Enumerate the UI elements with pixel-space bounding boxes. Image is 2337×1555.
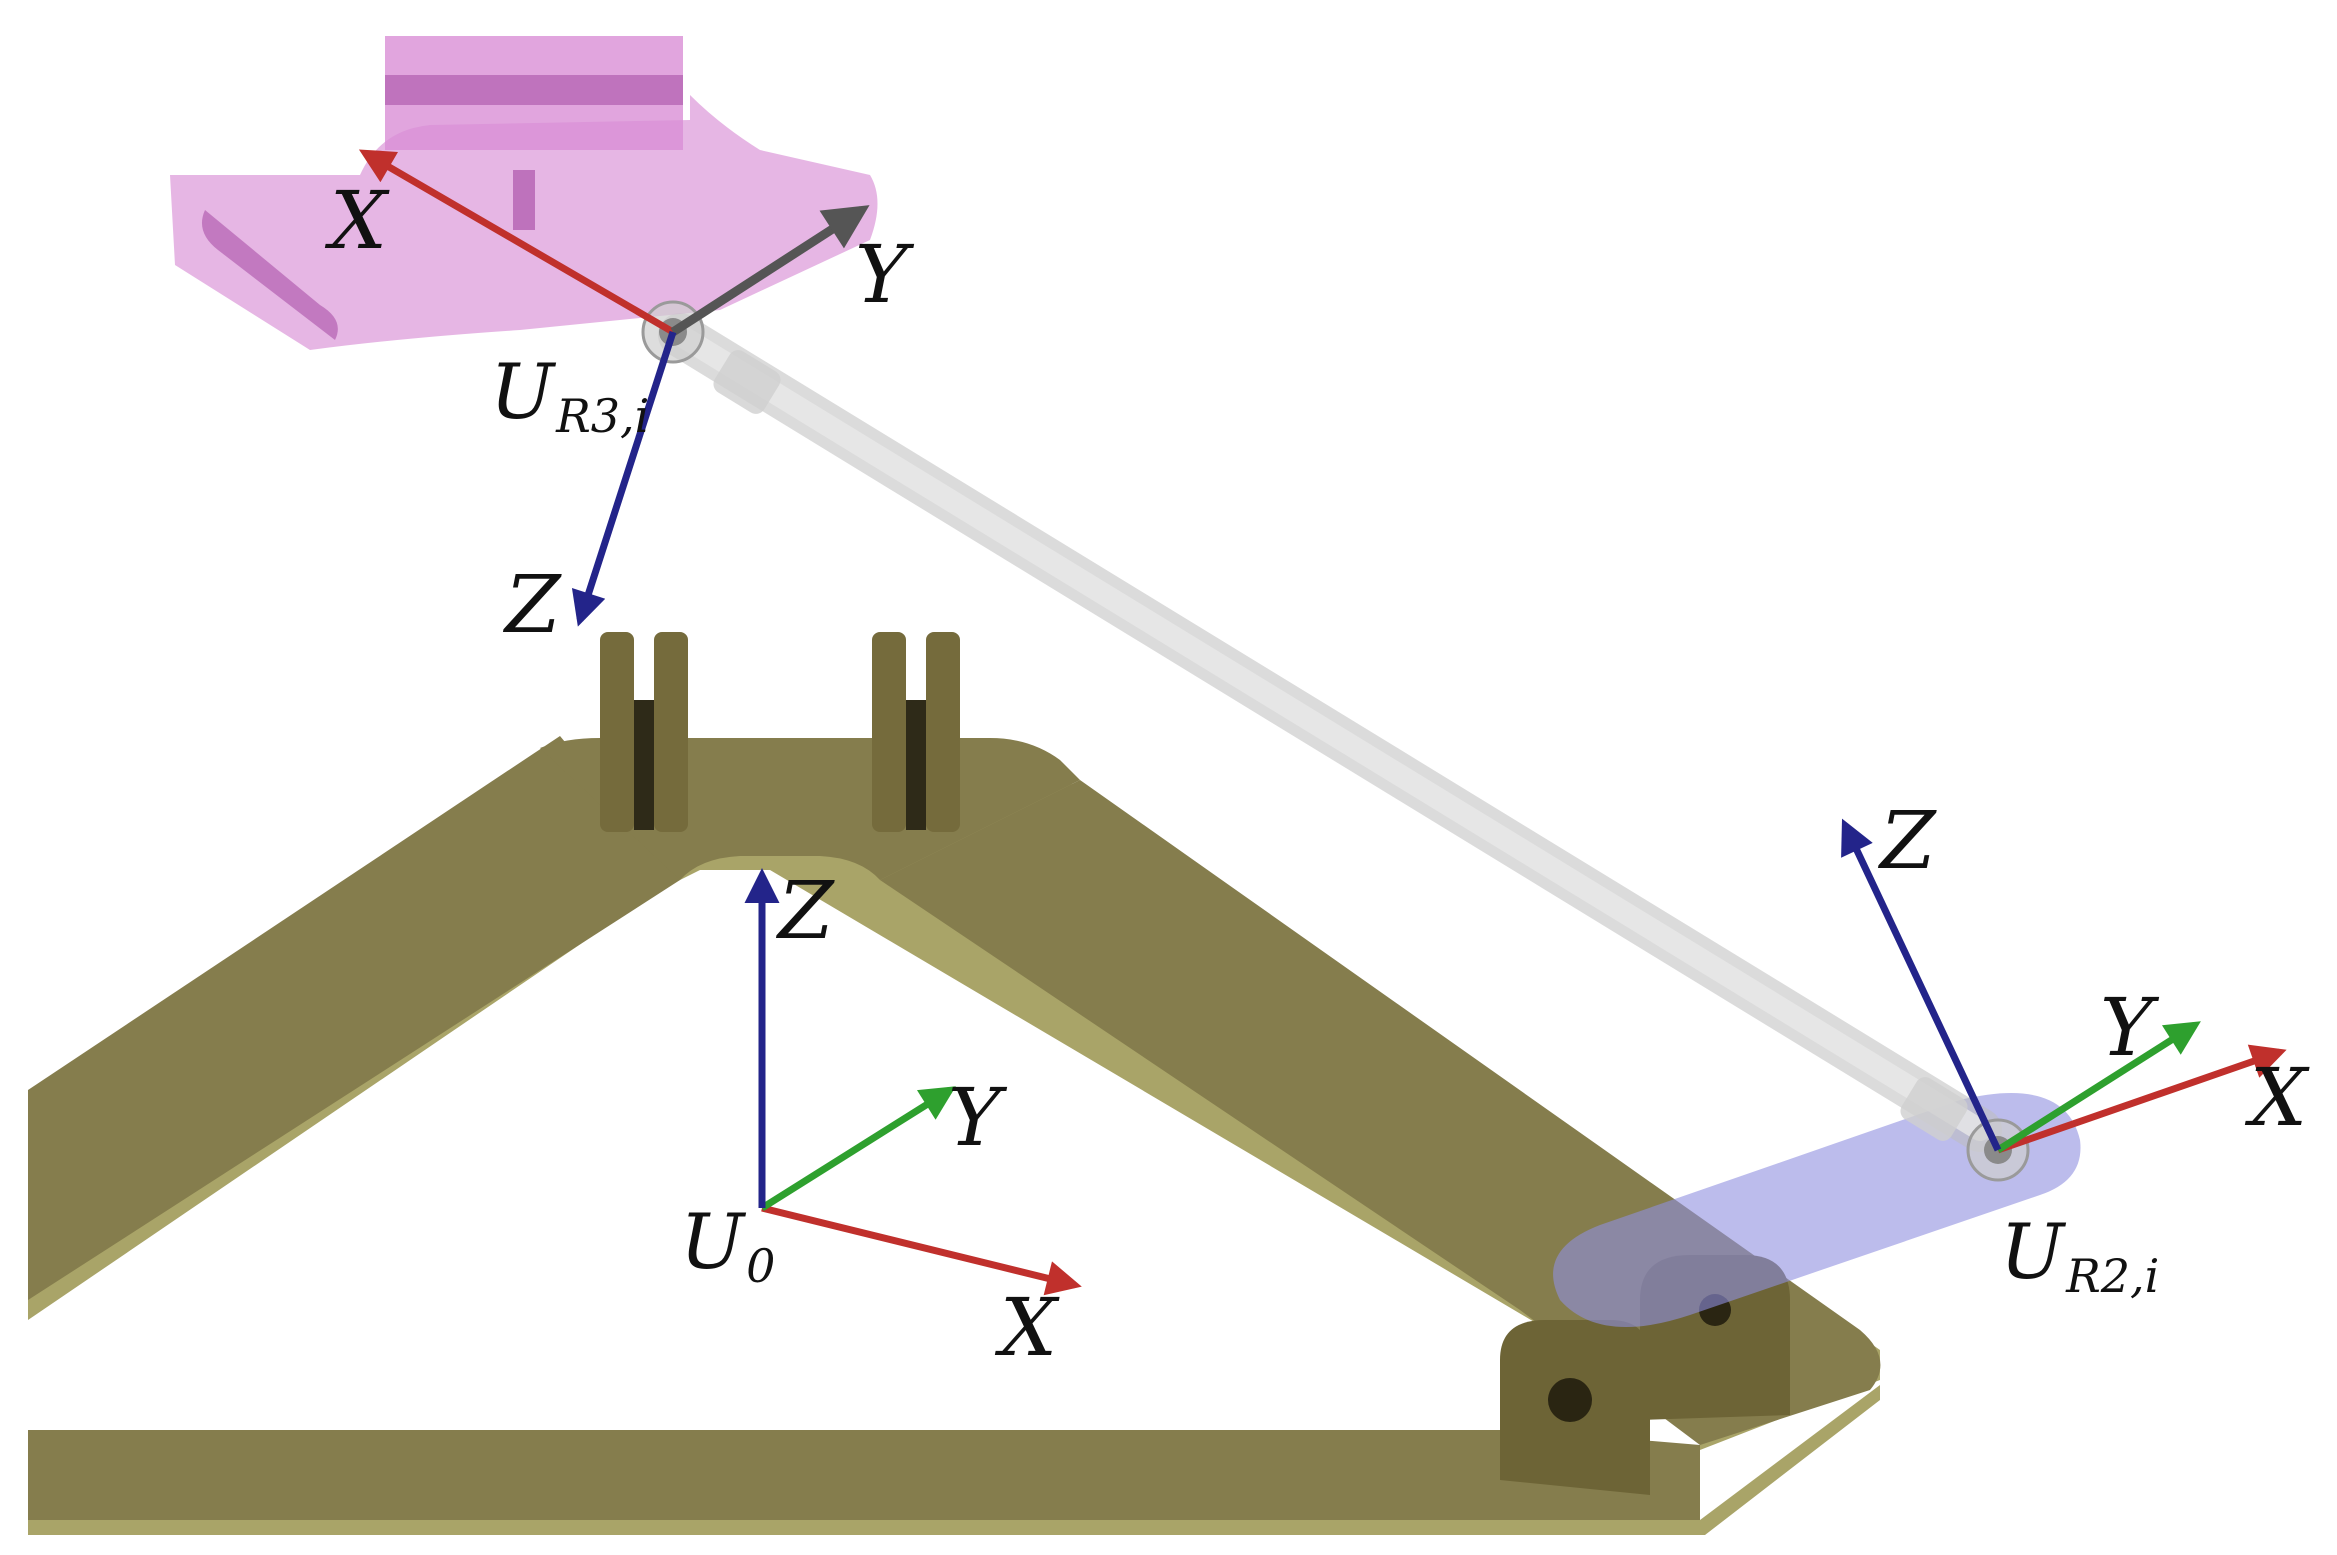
frame-0-label: U0: [680, 1197, 775, 1293]
frame-R2-label-sub: R2,i: [2065, 1249, 2159, 1303]
frame-R3-y-label: Y: [855, 228, 915, 321]
bracket-hole: [1548, 1378, 1592, 1422]
frame-R2-y-axis: [1996, 1021, 2201, 1153]
apex-clevis-left: [600, 632, 688, 832]
frame-R3-z-label: Z: [502, 558, 562, 651]
frame-R3-label: UR3,i: [490, 347, 649, 443]
frame-R3-label-sub: R3,i: [555, 389, 649, 443]
end-effector-groove: [385, 75, 683, 105]
frame-0-y-axis: [760, 1086, 956, 1211]
base-plate-bottom-edge: [28, 1385, 1880, 1535]
frame-R2-label-main: U: [2000, 1207, 2067, 1296]
connecting-rod: [658, 313, 2002, 1152]
frame-R3-x-label: X: [324, 174, 390, 267]
frame-0-label-main: U: [680, 1197, 747, 1286]
frame-U-R2-i: X Y Z UR2,i: [1841, 794, 2310, 1303]
frame-R3-z-axis: [571, 330, 677, 627]
frame-R2-z-axis: [1841, 818, 2002, 1152]
frame-R2-y-label: Y: [2100, 981, 2160, 1074]
frame-U-R3-i: X Y Z UR3,i: [324, 149, 915, 651]
end-effector: [170, 36, 878, 350]
frame-R3-label-main: U: [490, 347, 557, 436]
frame-0-x-axis: [761, 1204, 1082, 1296]
frame-R2-label: UR2,i: [2000, 1207, 2159, 1303]
frame-R2-x-axis: [1996, 1044, 2287, 1154]
frame-R2-x-label: X: [2244, 1051, 2310, 1144]
frame-R3-y-axis: [670, 205, 870, 336]
frame-R2-z-label: Z: [1877, 794, 1937, 887]
base-plate-left-arm: [28, 736, 680, 1300]
frame-0-z-label: Z: [775, 864, 835, 957]
end-effector-slot-left: [201, 210, 338, 340]
frame-0-y-label: Y: [948, 1071, 1008, 1164]
frame-R3-x-axis: [358, 149, 675, 336]
frame-U-0: X Y Z U0: [680, 864, 1082, 1374]
end-effector-slot-center: [513, 170, 535, 230]
frame-0-x-label: X: [994, 1281, 1060, 1374]
frame-0-label-sub: 0: [746, 1239, 775, 1293]
apex-clevis-right: [872, 632, 960, 832]
base-plate-bottom-arm: [28, 1430, 1700, 1530]
crank-link: [1553, 1093, 2081, 1327]
